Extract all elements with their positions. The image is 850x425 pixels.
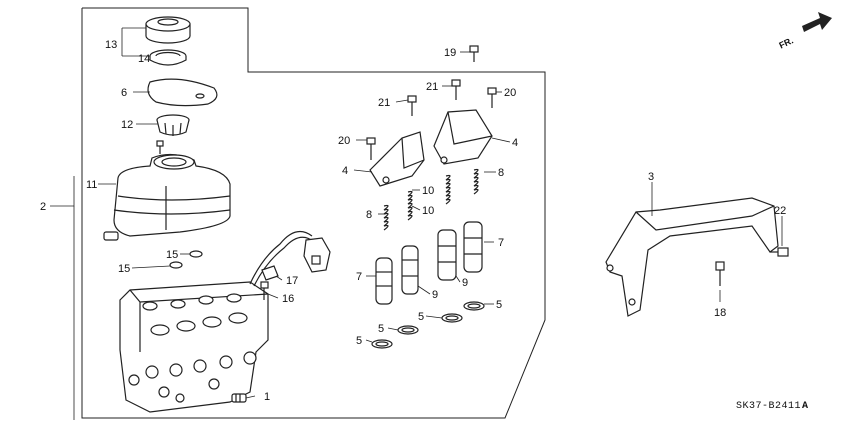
solenoid-bracket-right — [433, 109, 493, 165]
modulator-bracket — [605, 197, 779, 317]
front-direction-arrow: FR. — [777, 12, 832, 51]
bleeder-screw — [231, 393, 247, 403]
callout-7-left: 7 — [356, 271, 362, 283]
callout-5-c: 5 — [378, 323, 384, 335]
callout-13: 13 — [105, 39, 117, 51]
reservoir-bolt — [156, 140, 164, 154]
callout-7-right: 7 — [498, 237, 504, 249]
callout-17: 17 — [286, 275, 298, 287]
callout-21-left: 21 — [378, 97, 390, 109]
reservoir-tank — [103, 153, 231, 241]
callout-2: 2 — [40, 201, 46, 213]
callout-9-left: 9 — [432, 289, 438, 301]
callout-19: 19 — [444, 47, 456, 59]
callout-20-right: 20 — [504, 87, 516, 99]
callout-4-right: 4 — [512, 137, 518, 149]
reservoir-filter — [156, 114, 190, 136]
callout-21-top: 21 — [426, 81, 438, 93]
callout-8-left: 8 — [366, 209, 372, 221]
callout-22: 22 — [774, 205, 786, 217]
assembly-boundary — [81, 7, 546, 419]
callout-8-right: 8 — [498, 167, 504, 179]
callout-4-left: 4 — [342, 165, 348, 177]
callout-15-upper: 15 — [166, 249, 178, 261]
callout-6: 6 — [121, 87, 127, 99]
front-direction-label: FR. — [777, 35, 794, 50]
callout-10-upper: 10 — [422, 185, 434, 197]
bolt-16 — [260, 281, 269, 300]
bolt-18 — [715, 261, 725, 286]
callout-18: 18 — [714, 307, 726, 319]
modulator-body — [119, 281, 269, 413]
callout-5-d: 5 — [356, 335, 362, 347]
washer-15b — [169, 261, 183, 269]
callout-5-b: 5 — [418, 311, 424, 323]
cap-seal — [149, 49, 187, 66]
callout-9-right: 9 — [462, 277, 468, 289]
bracket-bolt-17 — [261, 265, 279, 281]
bolts-20-21 — [366, 45, 497, 160]
bolt-22 — [770, 247, 789, 257]
callout-20-left: 20 — [338, 135, 350, 147]
callout-16: 16 — [282, 293, 294, 305]
springs — [383, 168, 479, 231]
callout-5-a: 5 — [496, 299, 502, 311]
callout-labels: 13 14 6 12 11 2 15 15 17 16 1 19 21 21 2… — [40, 39, 786, 403]
callout-1: 1 — [264, 391, 270, 403]
callout-14: 14 — [138, 53, 150, 65]
wiring-harness — [249, 230, 331, 287]
diagram-code-suffix: A — [802, 401, 809, 412]
reservoir-cap — [145, 16, 191, 44]
leader-lines — [50, 27, 783, 420]
callout-10-lower: 10 — [422, 205, 434, 217]
washer-15a — [189, 250, 203, 258]
solenoid-bracket-left — [369, 131, 425, 187]
callout-11: 11 — [86, 179, 97, 191]
reservoir-gasket — [147, 78, 218, 107]
solenoid-valves — [375, 221, 483, 305]
o-rings — [371, 301, 485, 349]
callout-12: 12 — [121, 119, 133, 131]
diagram-code: SK37-B2411 — [736, 401, 801, 412]
callout-15-lower: 15 — [118, 263, 130, 275]
callout-3: 3 — [648, 171, 654, 183]
